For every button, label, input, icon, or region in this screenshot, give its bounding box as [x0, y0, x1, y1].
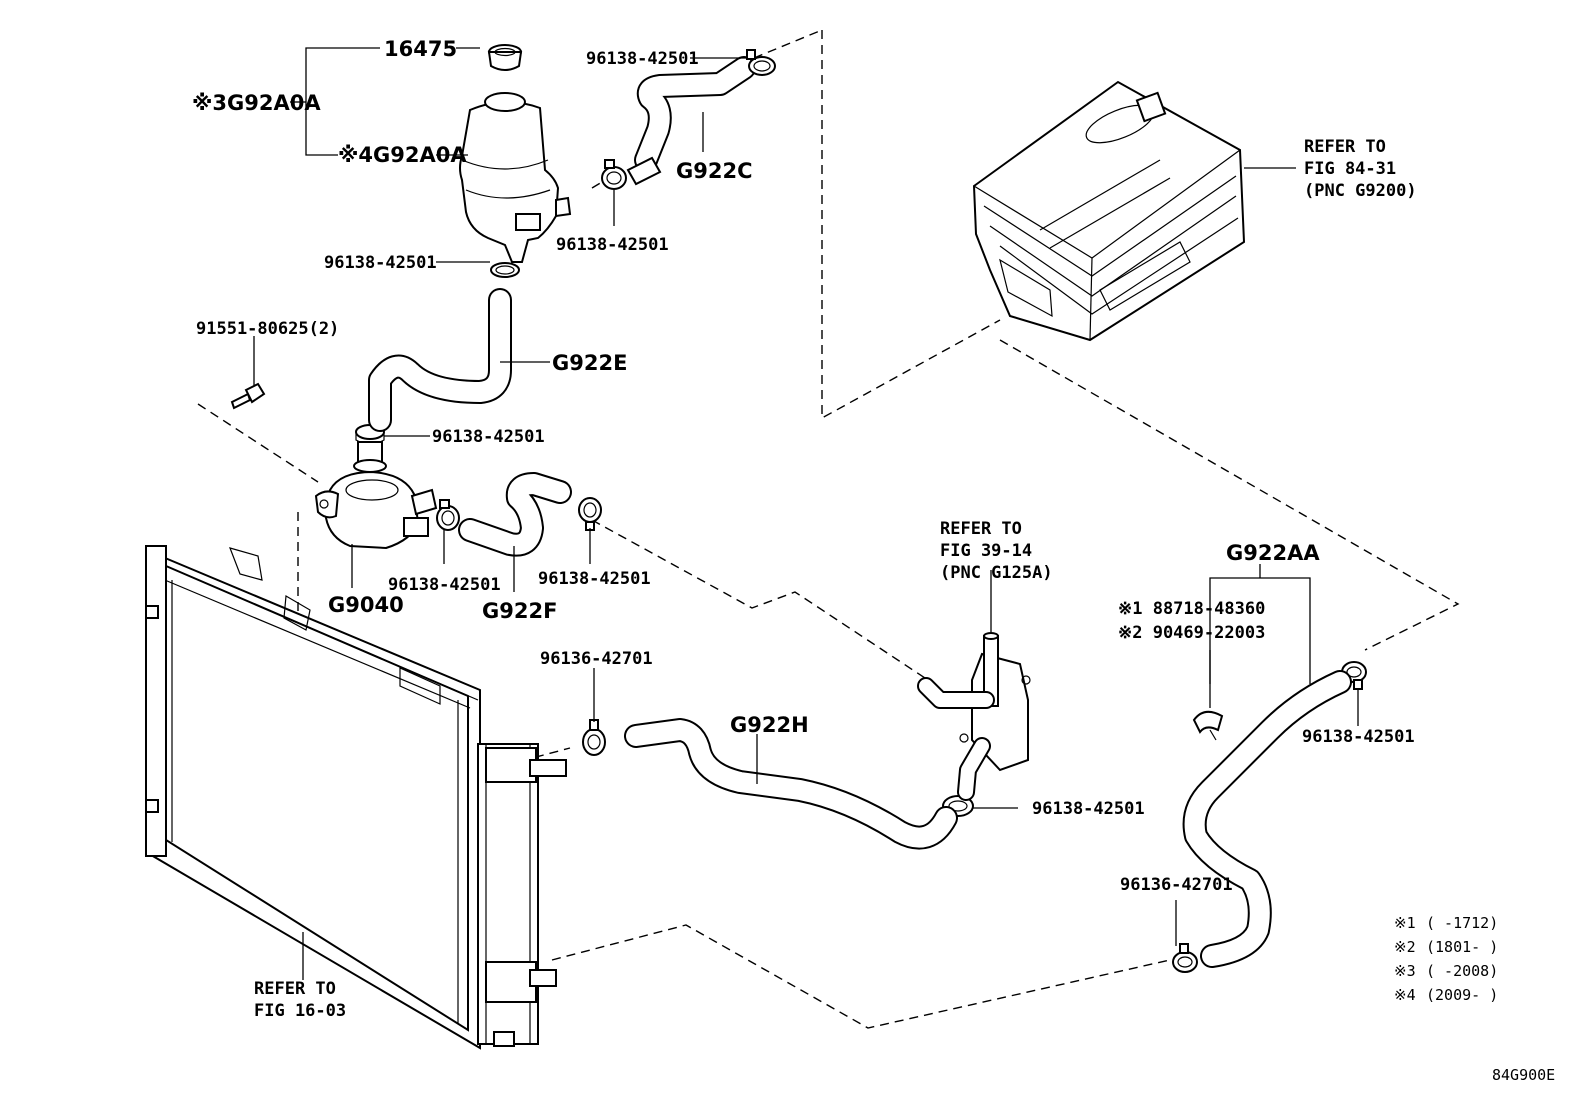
- label-g922f: G922F: [482, 599, 557, 623]
- label-clamp-pump-top: 96138-42501: [432, 427, 545, 447]
- label-refer-inverter-line1: REFER TO: [1304, 137, 1386, 157]
- hose-g922e: [368, 288, 512, 432]
- clamp-top: [746, 49, 776, 76]
- label-clamp-aa-top: 96138-42501: [1302, 727, 1415, 747]
- hose-g922h: [624, 718, 958, 850]
- hose-g922c: [626, 56, 756, 186]
- hose-g922aa: [1182, 670, 1352, 968]
- label-note2-part: ※2 90469-22003: [1118, 623, 1265, 643]
- label-refer-oilcooler-line2: FIG 39-14: [940, 541, 1032, 561]
- reservoir-tank: [459, 92, 572, 263]
- label-note1-part: ※1 88718-48360: [1118, 599, 1265, 619]
- label-refer-oilcooler-line1: REFER TO: [940, 519, 1022, 539]
- leader-lines: [253, 47, 1359, 980]
- label-clamp-mid: 96138-42501: [556, 235, 669, 255]
- legend-range-4: (2009- ): [1426, 986, 1498, 1004]
- label-clamp-96136-right: 96136-42701: [1120, 875, 1233, 895]
- oil-cooler: [917, 632, 1031, 801]
- label-refer-inverter-line2: FIG 84-31: [1304, 159, 1396, 179]
- label-clamp-h: 96138-42501: [1032, 799, 1145, 819]
- label-clamp-tank: 96138-42501: [324, 253, 437, 273]
- diagram-code: 84G900E: [1492, 1066, 1555, 1084]
- clamp-pump-out: [436, 499, 460, 531]
- clamp-96136-left: [582, 719, 606, 756]
- hose-clamps: [355, 49, 1367, 973]
- clamp-f: [578, 497, 602, 531]
- legend-mark-4: ※4: [1394, 986, 1416, 1004]
- inverter-assembly: [972, 80, 1246, 342]
- water-pump: [314, 441, 438, 550]
- label-g922aa: G922AA: [1226, 541, 1320, 565]
- label-g9040: G9040: [328, 593, 404, 617]
- label-16475: 16475: [384, 37, 457, 61]
- radiator: [145, 545, 567, 1050]
- label-clamp-pump-out: 96138-42501: [388, 575, 501, 595]
- legend-range-3: ( -2008): [1426, 962, 1498, 980]
- label-bolt: 91551-80625(2): [196, 319, 339, 339]
- legend-mark-2: ※2: [1394, 938, 1416, 956]
- hose-g922f: [458, 472, 572, 557]
- part-labels: 16475 ※3G92A0A ※4G92A0A 96138-42501 G922…: [192, 37, 1555, 1084]
- label-g922h: G922H: [730, 713, 809, 737]
- reservoir-cap: [487, 44, 523, 71]
- hose-clip: [1192, 710, 1224, 741]
- legend-mark-1: ※1: [1394, 914, 1416, 932]
- label-g922e: G922E: [552, 351, 627, 375]
- legend-range-1: ( -1712): [1426, 914, 1498, 932]
- legend: ※1 ( -1712) ※2 (1801- ) ※3 ( -2008) ※4 (…: [1394, 914, 1498, 1004]
- legend-range-2: (1801- ): [1426, 938, 1498, 956]
- bolt: [230, 382, 266, 410]
- legend-mark-3: ※3: [1394, 962, 1416, 980]
- label-g92a0a-note3: ※3G92A0A: [192, 91, 321, 115]
- clamp-mid: [601, 159, 627, 190]
- label-refer-radiator-line2: FIG 16-03: [254, 1001, 346, 1021]
- label-clamp-top: 96138-42501: [586, 49, 699, 69]
- label-refer-inverter-line3: (PNC G9200): [1304, 181, 1417, 201]
- label-g92a0a-note4: ※4G92A0A: [338, 143, 467, 167]
- label-clamp-f: 96138-42501: [538, 569, 651, 589]
- label-clamp-96136-left: 96136-42701: [540, 649, 653, 669]
- clamp-tank: [490, 262, 520, 278]
- label-refer-oilcooler-line3: (PNC G125A): [940, 563, 1053, 583]
- label-refer-radiator-line1: REFER TO: [254, 979, 336, 999]
- label-g922c: G922C: [676, 159, 752, 183]
- clamp-96136-right: [1172, 943, 1198, 973]
